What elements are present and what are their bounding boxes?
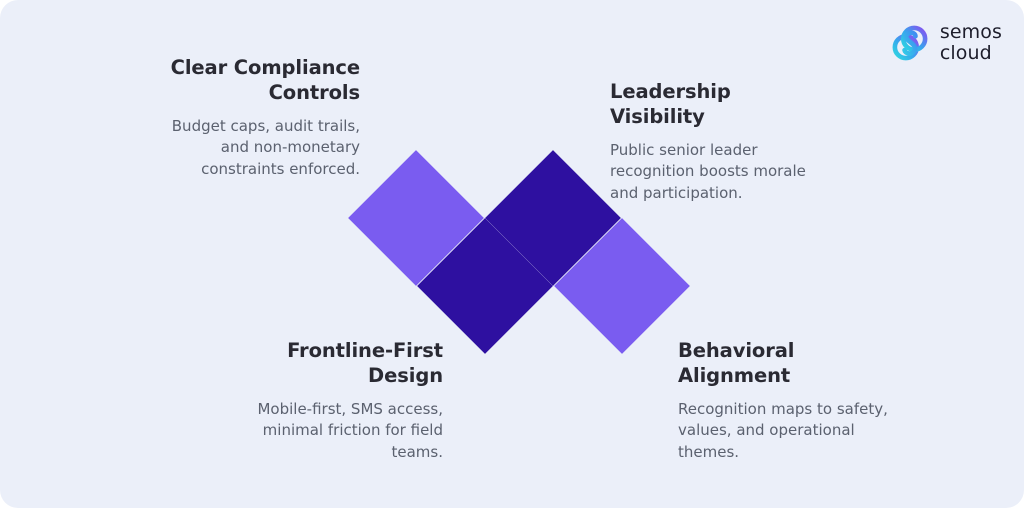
callout-frontline-body: Mobile-first, SMS access, minimal fricti… bbox=[257, 400, 443, 461]
semos-swirl-logo-icon bbox=[892, 25, 928, 61]
callout-behavioral-title: Behavioral Alignment bbox=[678, 339, 795, 387]
brand-name-line-2: cloud bbox=[939, 42, 992, 64]
callout-leadership-body: Public senior leader recognition boosts … bbox=[610, 141, 806, 202]
callout-behavioral-body: Recognition maps to safety, values, and … bbox=[678, 400, 888, 461]
brand-logo: semos cloud bbox=[889, 22, 1002, 64]
callout-leadership: Leadership Visibility Public senior lead… bbox=[610, 80, 825, 204]
callout-frontline: Frontline-First Design Mobile-first, SMS… bbox=[238, 339, 443, 463]
callout-compliance-body: Budget caps, audit trails, and non-monet… bbox=[171, 117, 360, 178]
callout-behavioral: Behavioral Alignment Recognition maps to… bbox=[678, 339, 888, 463]
callout-leadership-title: Leadership Visibility bbox=[610, 80, 731, 128]
callout-compliance-title: Clear Compliance Controls bbox=[170, 56, 360, 104]
brand-name-line-1: semos bbox=[939, 21, 1002, 44]
brand-wordmark: semos cloud bbox=[940, 22, 1002, 63]
callout-compliance: Clear Compliance Controls Budget caps, a… bbox=[150, 56, 360, 180]
callout-frontline-title: Frontline-First Design bbox=[287, 339, 443, 387]
